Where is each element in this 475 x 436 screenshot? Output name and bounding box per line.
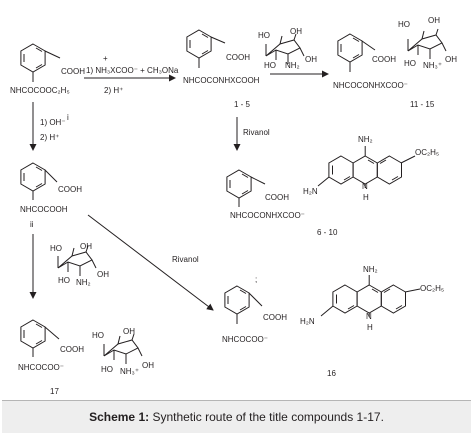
acr-b-nh2: NH₂ [363, 265, 378, 274]
reagent-hydrolysis-marker: i [67, 113, 69, 122]
gluc-d-ho2: HO [101, 365, 113, 374]
gluc-c-oh2: OH [97, 270, 109, 279]
reagent-hydrolysis-1: 1) OH⁻ [40, 118, 66, 127]
gluc-b-ho2: HO [404, 59, 416, 68]
gluc-d-ho1: HO [92, 331, 104, 340]
acr-a-n: N [362, 182, 368, 191]
acr-b-h: H [367, 323, 373, 332]
start-ester-label: NHCOCOOC₂H₅ [10, 86, 70, 95]
reagent-plus: + [103, 54, 108, 63]
compound-ii: COOH NHCOCOOH ii [20, 162, 82, 229]
reagent-hydrolysis-2: 2) H⁺ [40, 133, 59, 142]
compound-6-10: COOH NHCOCONHXCOO⁻ 6 - 10 [226, 169, 338, 237]
cii-cooh: COOH [58, 185, 82, 194]
c6-10-label: 6 - 10 [317, 228, 338, 237]
c1-5-chain: NHCOCONHXCOOH [183, 76, 260, 85]
c6-10-chain: NHCOCONHXCOO⁻ [230, 211, 305, 220]
gluc-d-oh1: OH [123, 327, 135, 336]
c17-cooh: COOH [60, 345, 84, 354]
acr-a-nh2: NH₂ [358, 135, 373, 144]
start-cooh: COOH [61, 67, 85, 76]
gluc-d-oh2: OH [142, 361, 154, 370]
glucosamine-top: HO OH HO NH₂ OH [258, 27, 317, 70]
gluc-c-nh2: NH₂ [76, 278, 91, 287]
reagent-rivanol-b: Rivanol [172, 255, 199, 264]
gluc-d-nh3: NH₃⁺ [120, 367, 139, 376]
compound-1-5: COOH NHCOCONHXCOOH 1 - 5 [183, 29, 260, 109]
c1-5-label: 1 - 5 [234, 100, 251, 109]
cii-chain: NHCOCOOH [20, 205, 68, 214]
compound-11-15: COOH NHCOCONHXCOO⁻ 11 - 15 [333, 33, 435, 109]
gluc-c-ho2: HO [58, 276, 70, 285]
acridinium-6-10: NH₂ H₂N OC₂H₅ N H [303, 135, 439, 202]
reagent-step1-line2: 2) H⁺ [104, 86, 123, 95]
glucosamine-17: HO OH HO NH₃⁺ OH [92, 327, 154, 376]
gluc-b-ho1: HO [398, 20, 410, 29]
gluc-b-nh3: NH₃⁺ [423, 61, 442, 70]
figure-caption: Scheme 1: Synthetic route of the title c… [2, 400, 471, 433]
caption-label: Scheme 1: [89, 410, 150, 424]
compound-17: COOH NHCOCOO⁻ 17 [18, 319, 84, 396]
gluc-c-oh1: OH [80, 242, 92, 251]
c11-15-cooh: COOH [372, 55, 396, 64]
compound-start: COOH NHCOCOOC₂H₅ [10, 43, 85, 95]
c16-chain: NHCOCOO⁻ [222, 335, 268, 344]
c17-label: 17 [50, 387, 59, 396]
arrow-rivanol-b [87, 214, 214, 311]
c16-cooh: COOH [263, 313, 287, 322]
c16-separator: ; [255, 275, 257, 284]
acr-b-h2n: H₂N [300, 317, 315, 326]
acridinium-16: NH₂ H₂N OC₂H₅ N H [300, 265, 444, 332]
c11-15-label: 11 - 15 [410, 100, 435, 109]
acr-a-oet: OC₂H₅ [415, 148, 439, 157]
glucosamine-left: HO OH HO NH₂ OH [50, 242, 109, 287]
acr-a-h2n: H₂N [303, 187, 318, 196]
reagent-rivanol-a: Rivanol [243, 128, 270, 137]
gluc-b-oh1: OH [428, 16, 440, 25]
c1-5-cooh: COOH [226, 53, 250, 62]
gluc-c-ho1: HO [50, 244, 62, 253]
cii-label: ii [30, 220, 34, 229]
gluc-top-oh2: OH [305, 55, 317, 64]
glucosamine-11-15: HO OH HO NH₃⁺ OH [398, 16, 457, 70]
gluc-top-oh1: OH [290, 27, 302, 36]
c11-15-chain: NHCOCONHXCOO⁻ [333, 81, 408, 90]
gluc-top-nh2: NH₂ [285, 61, 300, 70]
gluc-top-ho2: HO [264, 61, 276, 70]
reagent-step1-line1: 1) NH₃XCOO⁻ + CH₃ONa [86, 66, 179, 75]
acr-a-h: H [363, 193, 369, 202]
c17-chain: NHCOCOO⁻ [18, 363, 64, 372]
acr-b-n: N [366, 312, 372, 321]
caption-text: Synthetic route of the title compounds 1… [149, 410, 384, 424]
acr-b-oet: OC₂H₅ [420, 284, 444, 293]
reaction-scheme: COOH NHCOCOOC₂H₅ + 1) NH₃XCOO⁻ + CH₃ONa … [10, 16, 457, 396]
c16-label: 16 [327, 369, 336, 378]
gluc-top-ho1: HO [258, 31, 270, 40]
compound-16: ; COOH NHCOCOO⁻ 16 [222, 275, 336, 378]
c6-10-cooh: COOH [265, 193, 289, 202]
gluc-b-oh2: OH [445, 55, 457, 64]
